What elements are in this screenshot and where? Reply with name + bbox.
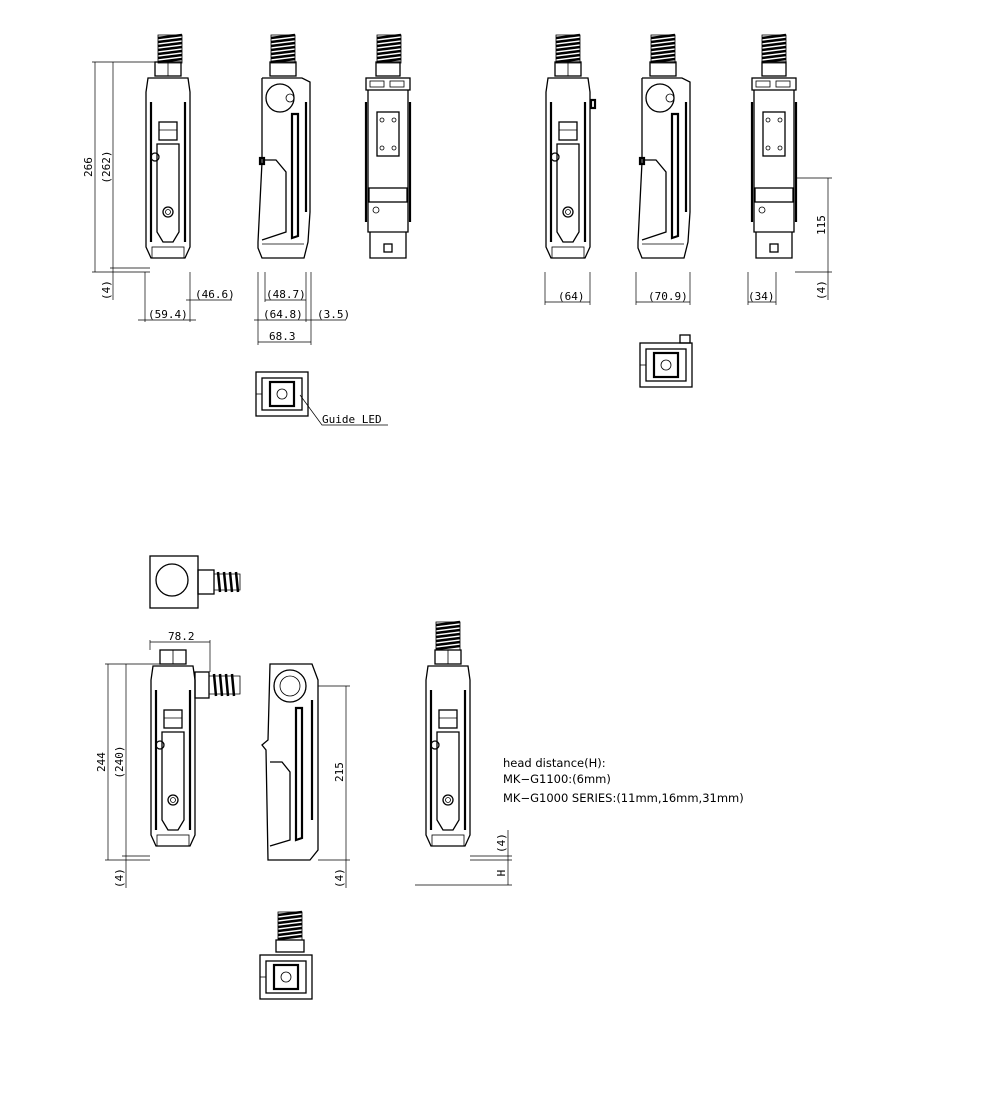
- dim-front-inner-width: (46.6): [195, 288, 235, 301]
- dim-front-width-variant: (64): [558, 290, 585, 303]
- dim-side-total-width: 68.3: [269, 330, 296, 343]
- dim-front-width: (59.4): [148, 308, 188, 321]
- dim-head-offset: (4): [495, 833, 508, 853]
- head-distance-notes: head distance(H): MK−G1100:(6mm) MK−G100…: [503, 756, 744, 805]
- dim-body-height: (262): [100, 150, 113, 183]
- dim-mount-height: 115: [815, 215, 828, 235]
- note-line: MK−G1000 SERIES:(11mm,16mm,31mm): [503, 791, 744, 805]
- dim-side-height-angled: 215: [333, 762, 346, 782]
- dim-side-width: (64.8): [263, 308, 303, 321]
- front-view-variant: [544, 33, 597, 260]
- dim-side-protrusion: (3.5): [317, 308, 350, 321]
- front-view-angled: [149, 648, 241, 848]
- head-view-guide-led: [254, 370, 388, 426]
- dim-overall-height: 266: [82, 157, 95, 177]
- note-line: MK−G1100:(6mm): [503, 772, 611, 786]
- head-view-variant: [638, 334, 694, 389]
- dimension-lines-top-left: [92, 61, 346, 345]
- dim-bottom-offset-angled: (4): [113, 868, 126, 888]
- side-view-variant: [636, 33, 692, 260]
- dim-bottom-offset-variant: (4): [815, 280, 828, 300]
- back-view-standard: [364, 33, 412, 260]
- bottom-view-head: [258, 910, 314, 1001]
- dimension-lines-bottom: [105, 640, 512, 888]
- front-view-head: [424, 620, 472, 848]
- side-view-angled: [261, 663, 319, 861]
- dim-side-width-variant: (70.9): [648, 290, 688, 303]
- guide-led-label: Guide LED: [322, 413, 382, 426]
- top-view-angled: [149, 555, 241, 609]
- back-view-variant: [750, 33, 798, 260]
- dim-overall-height-angled: 244: [95, 752, 108, 772]
- dim-angled-width: 78.2: [168, 630, 195, 643]
- dim-bottom-offset-side: (4): [333, 868, 346, 888]
- dim-bottom-offset: (4): [100, 280, 113, 300]
- dim-body-height-angled: (240): [113, 745, 126, 778]
- note-line: head distance(H):: [503, 756, 606, 770]
- dim-head-distance: H: [495, 870, 508, 877]
- dim-side-inner-width: (48.7): [266, 288, 306, 301]
- side-view-standard: [256, 33, 312, 260]
- dimension-lines-top-right: [544, 177, 832, 305]
- dim-back-width-variant: (34): [748, 290, 775, 303]
- front-view-standard: [144, 33, 192, 260]
